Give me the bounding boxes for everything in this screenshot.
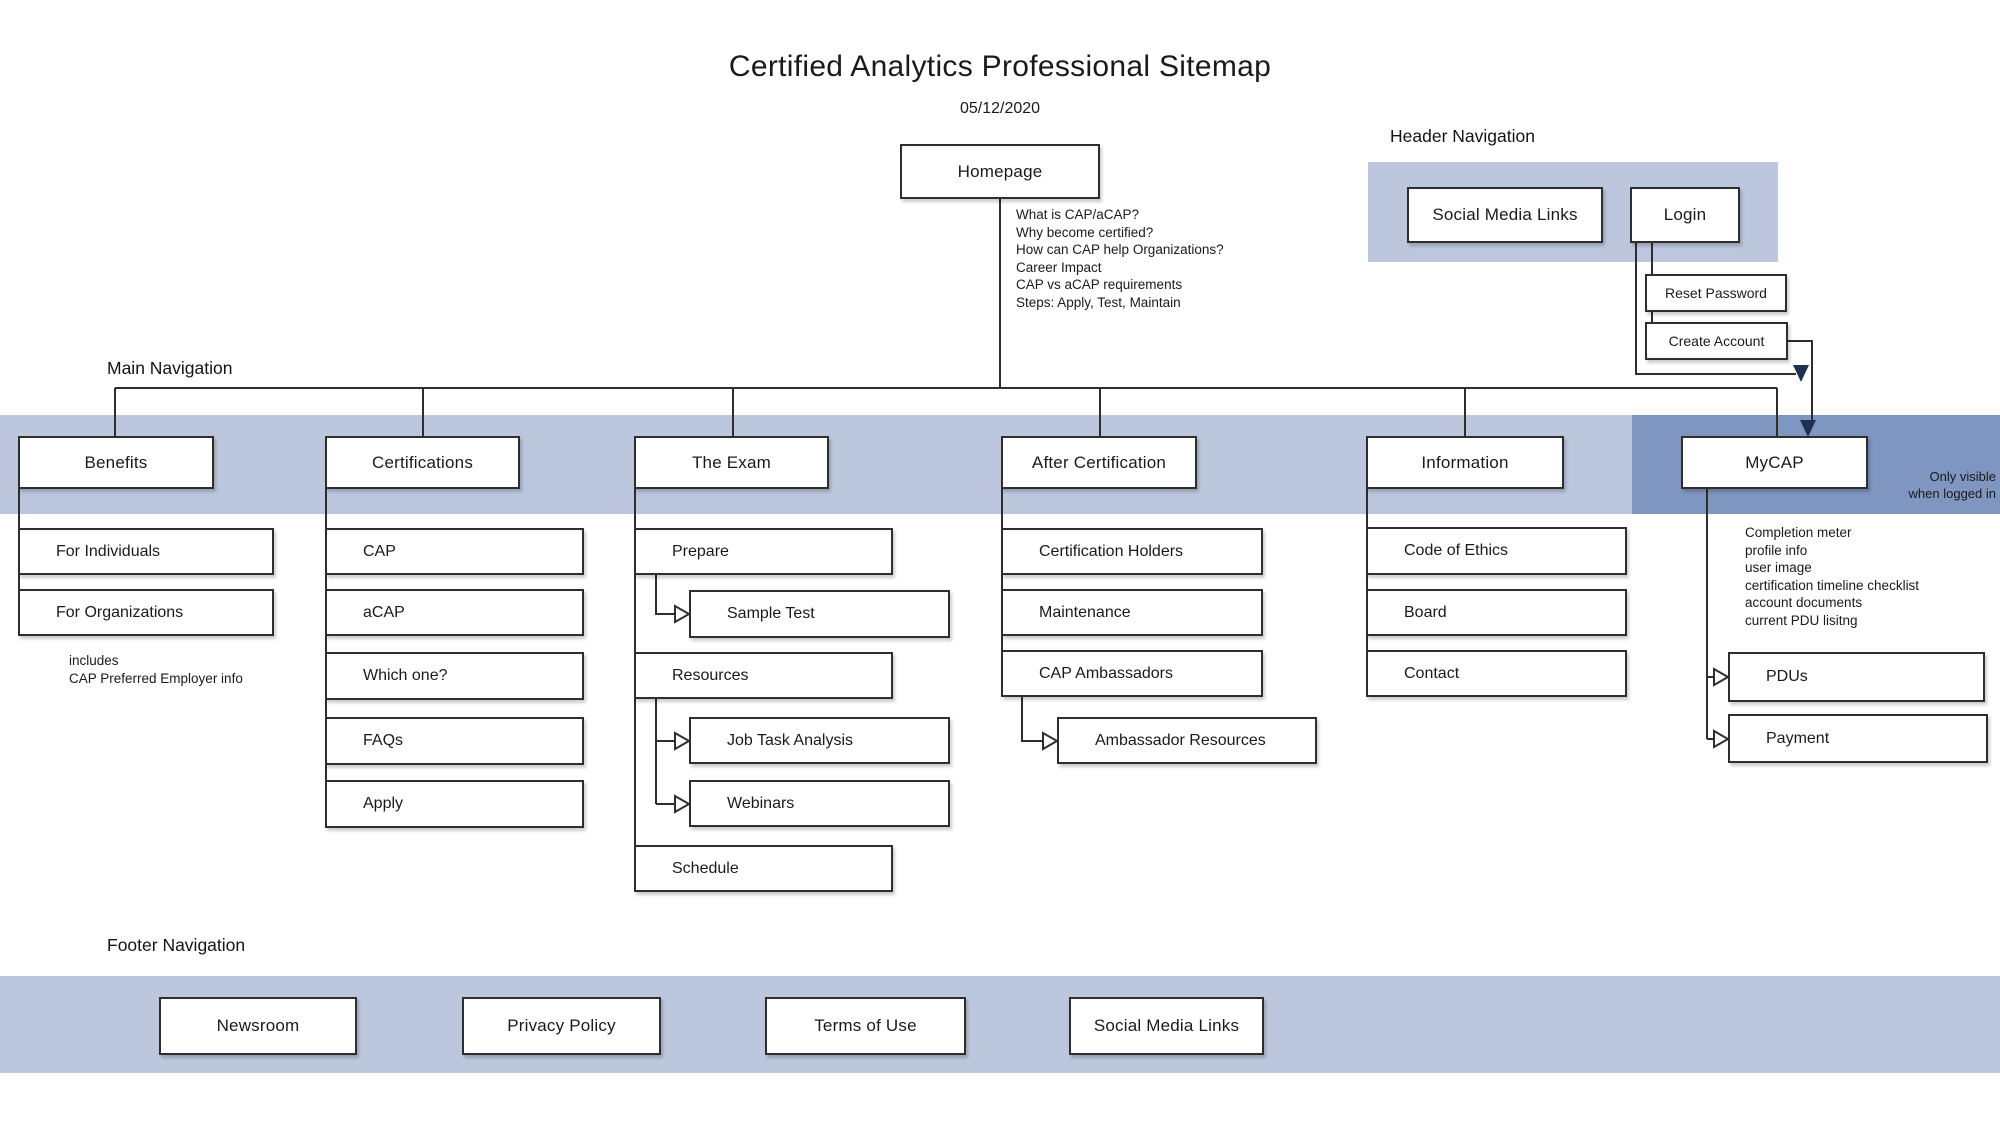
node-for-organizations: For Organizations [18, 589, 274, 636]
mycap-visibility-note: Only visible when logged in [1908, 469, 1996, 501]
node-label: Payment [1766, 729, 1830, 747]
node-label: Resources [672, 666, 749, 684]
node-label: Board [1404, 603, 1447, 621]
footer-nav-label: Footer Navigation [107, 935, 246, 955]
node-label: Maintenance [1039, 603, 1131, 621]
node-label: Homepage [957, 161, 1043, 181]
node-contact: Contact [1366, 650, 1627, 697]
node-newsroom: Newsroom [159, 997, 357, 1055]
node-information: Information [1366, 436, 1564, 489]
benefits-note: includes CAP Preferred Employer info [69, 653, 243, 686]
node-ambassador-resources: Ambassador Resources [1057, 717, 1317, 764]
node-webinars: Webinars [689, 780, 950, 827]
header-nav-label: Header Navigation [1390, 126, 1535, 146]
node-cap-ambassadors: CAP Ambassadors [1001, 650, 1263, 697]
node-social-media-links-header: Social Media Links [1407, 187, 1603, 243]
node-label: After Certification [1031, 452, 1167, 472]
node-terms-of-use: Terms of Use [765, 997, 966, 1055]
date-label: 05/12/2020 [959, 100, 1041, 117]
node-label: Reset Password [1665, 285, 1767, 301]
node-login: Login [1630, 187, 1740, 243]
node-label: Terms of Use [814, 1016, 917, 1035]
node-label: CAP Ambassadors [1039, 664, 1173, 682]
node-label: Privacy Policy [507, 1016, 616, 1035]
node-maintenance: Maintenance [1001, 589, 1263, 636]
node-homepage: Homepage [900, 144, 1100, 199]
node-create-account: Create Account [1645, 322, 1788, 360]
node-code-of-ethics: Code of Ethics [1366, 527, 1627, 575]
node-label: Social Media Links [1432, 205, 1578, 224]
node-label: Newsroom [216, 1016, 300, 1035]
node-label: Certification Holders [1039, 542, 1184, 560]
node-for-individuals: For Individuals [18, 528, 274, 575]
node-label: Login [1663, 205, 1707, 224]
node-label: FAQs [363, 732, 404, 749]
node-reset-password: Reset Password [1645, 274, 1787, 312]
node-label: Code of Ethics [1404, 542, 1509, 559]
node-faqs: FAQs [325, 717, 584, 765]
node-board: Board [1366, 589, 1627, 636]
node-label: Apply [363, 795, 404, 812]
node-privacy-policy: Privacy Policy [462, 997, 661, 1055]
node-label: Information [1421, 452, 1509, 472]
page-title: Certified Analytics Professional Sitemap [728, 50, 1272, 83]
node-sample-test: Sample Test [689, 590, 950, 638]
node-label: Benefits [84, 452, 148, 472]
node-label: Certifications [371, 452, 474, 472]
node-benefits: Benefits [18, 436, 214, 489]
node-label: aCAP [363, 603, 405, 621]
node-job-task-analysis: Job Task Analysis [689, 717, 950, 764]
node-cap: CAP [325, 528, 584, 575]
node-resources: Resources [634, 652, 893, 699]
node-label: Ambassador Resources [1095, 731, 1266, 749]
homepage-notes: What is CAP/aCAP? Why become certified? … [1016, 207, 1224, 310]
node-which-one: Which one? [325, 652, 584, 700]
node-label: CAP [363, 542, 396, 560]
node-label: Sample Test [727, 605, 815, 622]
node-certification-holders: Certification Holders [1001, 528, 1263, 575]
node-payment: Payment [1728, 714, 1988, 763]
node-label: Prepare [672, 542, 729, 560]
node-label: For Individuals [56, 542, 161, 560]
node-after-certification: After Certification [1001, 436, 1197, 489]
node-label: For Organizations [56, 603, 184, 621]
node-label: Create Account [1668, 333, 1765, 349]
node-label: PDUs [1766, 668, 1808, 685]
node-acap: aCAP [325, 589, 584, 636]
node-label: Contact [1404, 664, 1460, 682]
node-the-exam: The Exam [634, 436, 829, 489]
node-prepare: Prepare [634, 528, 893, 575]
node-label: The Exam [691, 452, 772, 472]
node-apply: Apply [325, 780, 584, 828]
node-label: Webinars [727, 794, 795, 812]
node-label: Job Task Analysis [727, 731, 853, 749]
node-label: Schedule [672, 859, 739, 877]
main-nav-label: Main Navigation [107, 358, 233, 378]
node-mycap: MyCAP [1681, 436, 1868, 489]
node-schedule: Schedule [634, 845, 893, 892]
node-certifications: Certifications [325, 436, 520, 489]
node-label: Social Media Links [1093, 1016, 1240, 1035]
node-label: MyCAP [1745, 452, 1804, 472]
node-pdus: PDUs [1728, 652, 1985, 702]
mycap-details: Completion meter profile info user image… [1745, 525, 1920, 628]
node-social-media-links-footer: Social Media Links [1069, 997, 1264, 1055]
node-label: Which one? [363, 667, 448, 684]
